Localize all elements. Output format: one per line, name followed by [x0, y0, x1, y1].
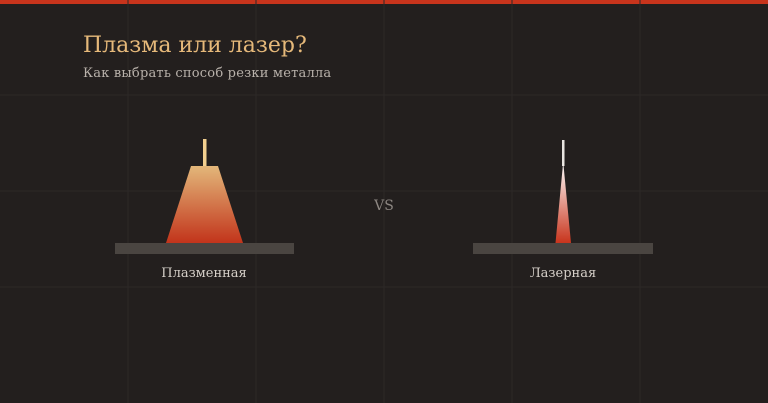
vs-label: VS: [374, 198, 394, 214]
page-title: Плазма или лазер?: [83, 33, 307, 58]
plasma-arc: [166, 166, 243, 243]
plasma-electrode: [203, 139, 207, 167]
plasma-metal-plate: [115, 243, 294, 254]
page-subtitle: Как выбрать способ резки металла: [83, 66, 332, 81]
laser-cut-illustration: [473, 140, 653, 254]
plasma-label: Плазменная: [161, 266, 247, 281]
laser-beam: [555, 162, 571, 243]
laser-label: Лазерная: [529, 266, 597, 281]
plasma-cut-illustration: [115, 139, 294, 254]
laser-metal-plate: [473, 243, 653, 254]
laser-beam-core: [562, 140, 565, 166]
